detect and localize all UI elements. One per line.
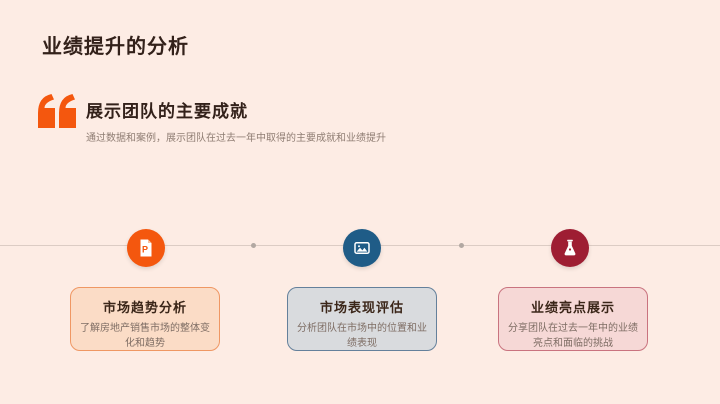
- section-description: 通过数据和案例，展示团队在过去一年中取得的主要成就和业绩提升: [86, 133, 386, 144]
- flask-icon: [564, 239, 576, 256]
- milestone-card-1: 市场趋势分析 了解房地产销售市场的整体变化和趋势: [70, 287, 220, 351]
- milestone-node-2: [343, 229, 381, 267]
- timeline-dot: [459, 243, 464, 248]
- card-description: 了解房地产销售市场的整体变化和趋势: [80, 323, 210, 349]
- card-title: 业绩亮点展示: [530, 300, 615, 315]
- milestone-node-1: P: [127, 229, 165, 267]
- milestone-card-2: 市场表现评估 分析团队在市场中的位置和业绩表现: [287, 287, 437, 351]
- timeline-dot: [251, 243, 256, 248]
- page-title: 业绩提升的分析: [42, 36, 189, 58]
- card-description: 分析团队在市场中的位置和业绩表现: [297, 323, 427, 349]
- milestone-card-3: 业绩亮点展示 分享团队在过去一年中的业绩亮点和面临的挑战: [498, 287, 648, 351]
- ppt-file-icon: P: [140, 239, 152, 257]
- quote-icon: [38, 94, 76, 128]
- image-icon: [354, 242, 370, 254]
- milestone-node-3: [551, 229, 589, 267]
- card-title: 市场表现评估: [319, 300, 404, 315]
- card-description: 分享团队在过去一年中的业绩亮点和面临的挑战: [508, 323, 638, 349]
- card-title: 市场趋势分析: [102, 300, 187, 315]
- icon-letter: P: [142, 245, 148, 255]
- section-heading: 展示团队的主要成就: [86, 102, 248, 121]
